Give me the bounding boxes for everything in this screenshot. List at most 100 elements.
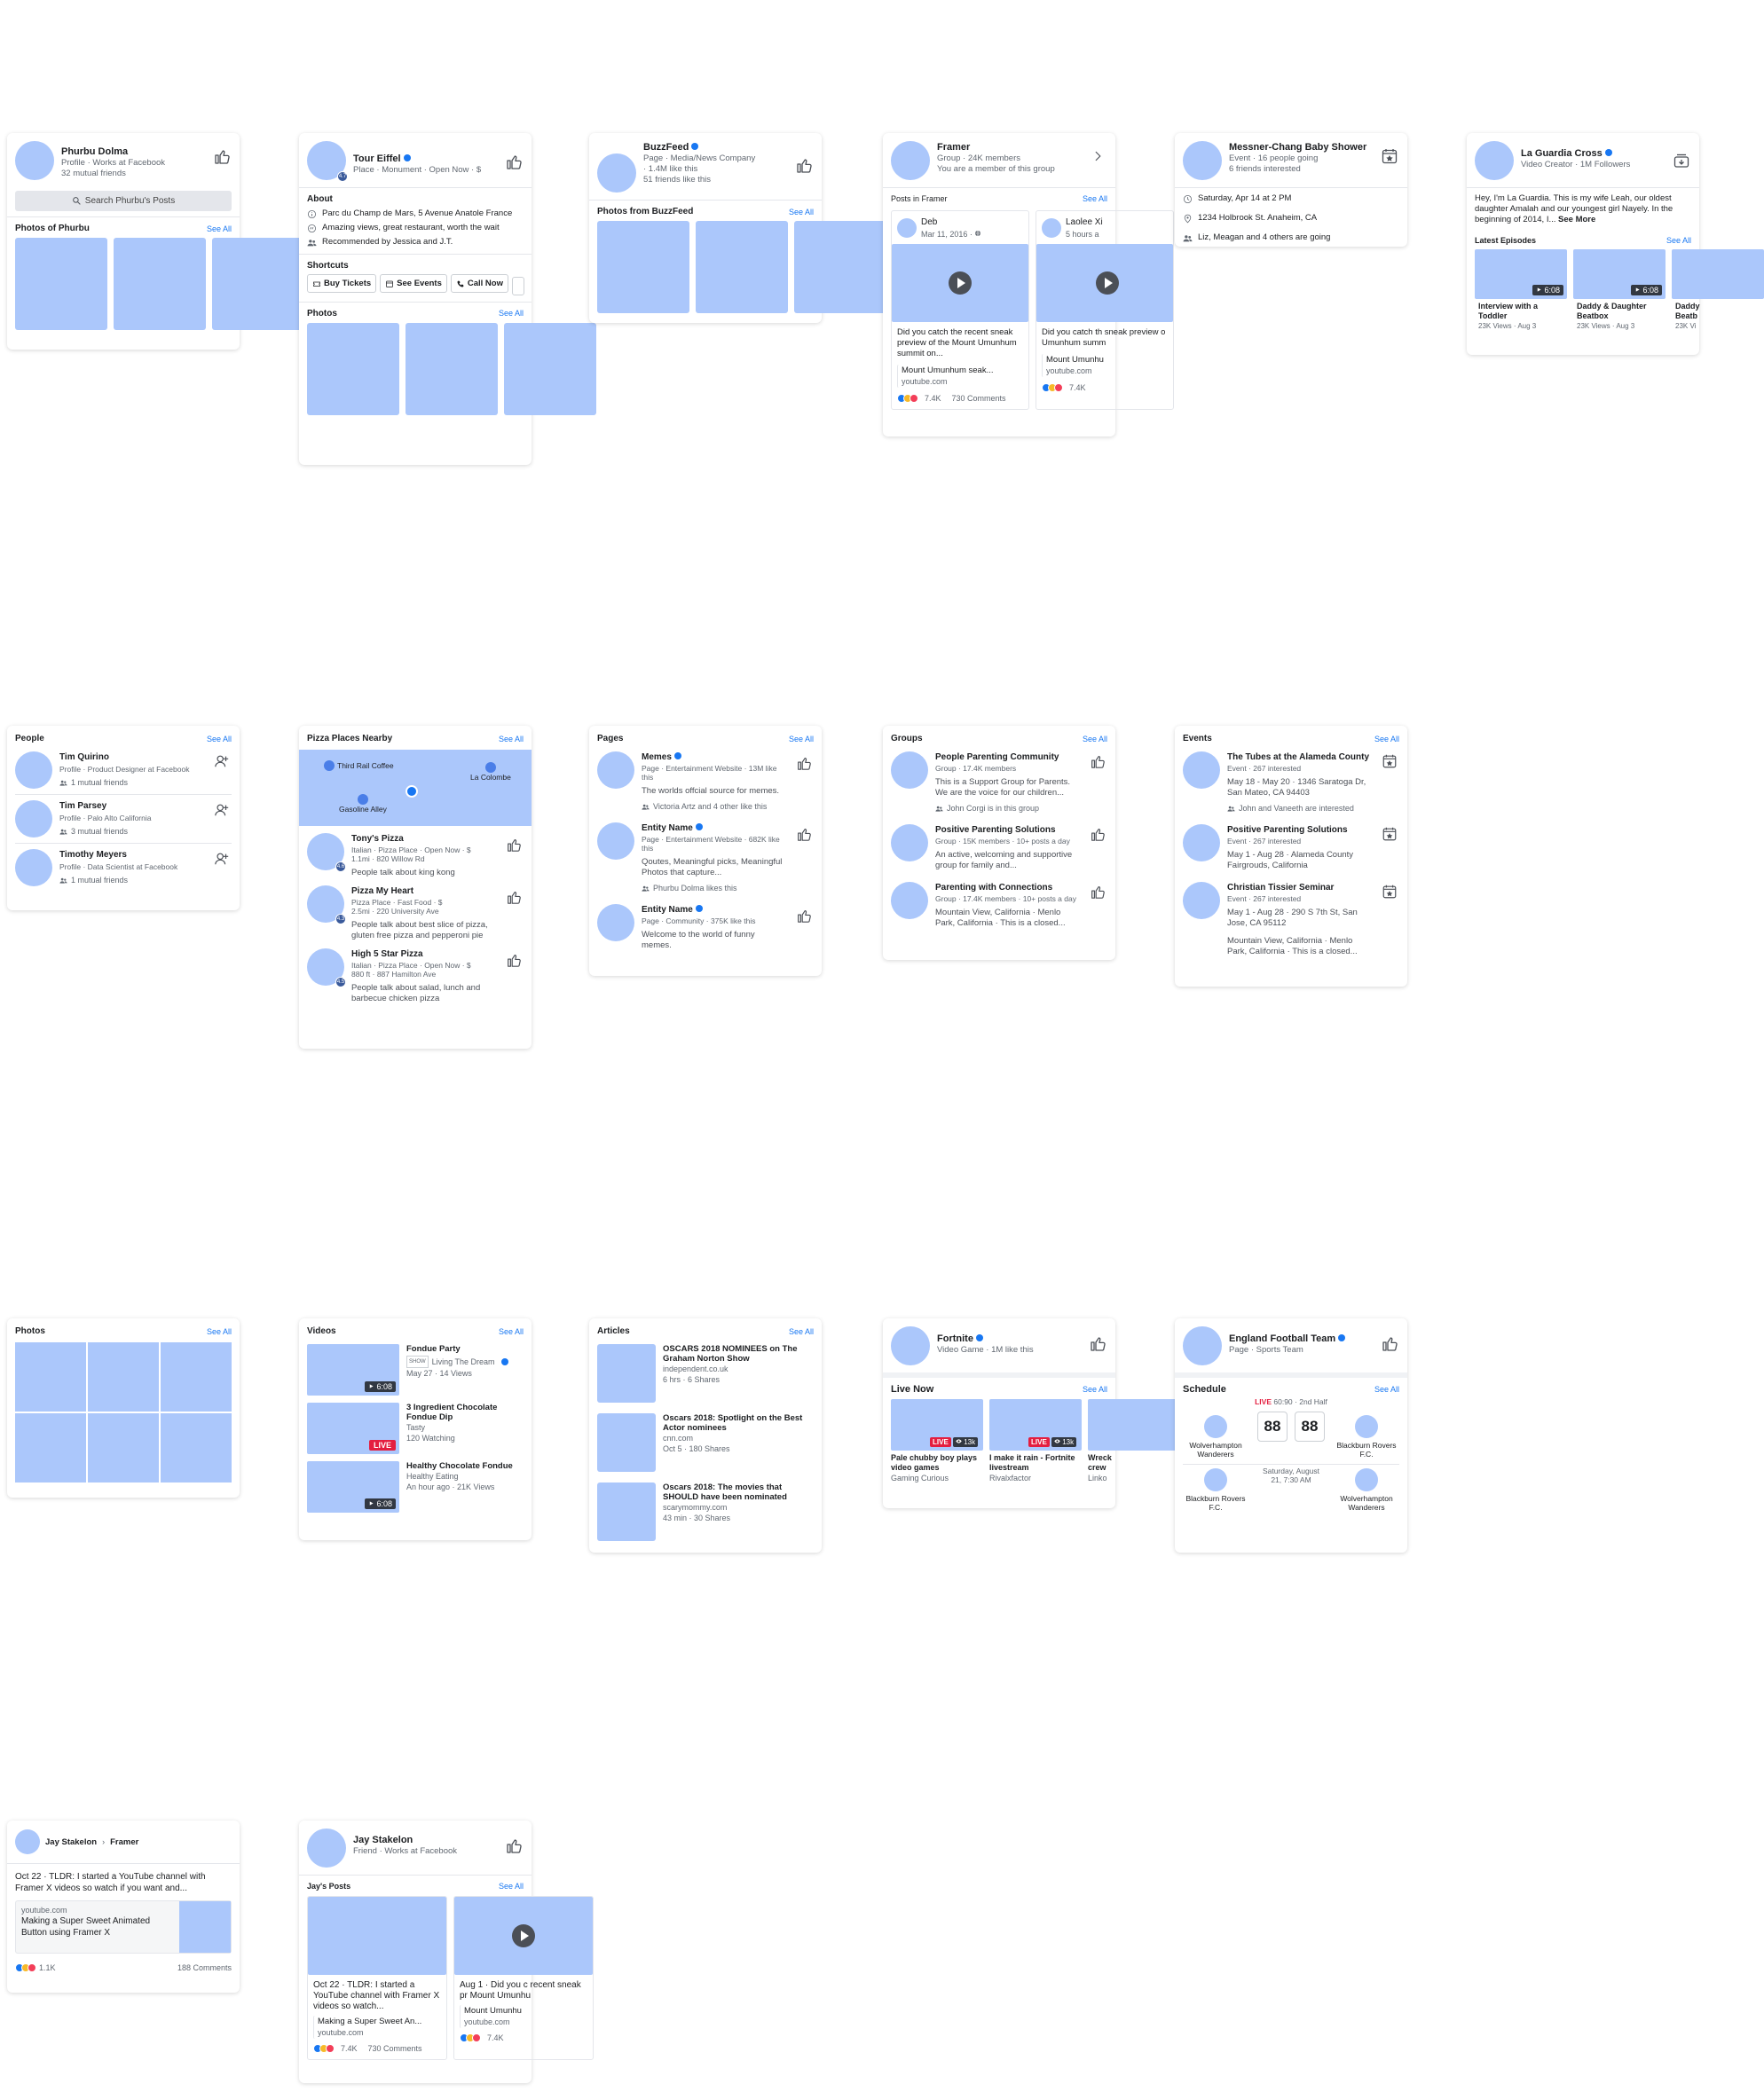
team-name[interactable]: England Football Team [1229,1333,1336,1344]
next-home-team[interactable]: Blackburn Rovers F.C. [1185,1494,1246,1512]
avatar[interactable] [1183,751,1220,789]
live-item[interactable]: LIVE 13k Pale chubby boy plays video gam… [891,1399,983,1483]
like-icon[interactable] [504,887,524,907]
avatar[interactable] [15,751,52,789]
interested-star-icon[interactable] [1380,824,1399,844]
see-events-button[interactable]: See Events [380,274,447,293]
group-name[interactable]: People Parenting Community [935,752,1059,762]
article-title[interactable]: Oscars 2018: Spotlight on the Best Actor… [663,1413,803,1433]
place-name[interactable]: Pizza My Heart [351,886,414,896]
map-pin[interactable]: La Colombe [470,762,511,782]
video-channel[interactable]: Healthy Eating [406,1472,459,1481]
event-name[interactable]: Messner-Chang Baby Shower [1229,142,1367,153]
article-title[interactable]: Oscars 2018: The movies that SHOULD have… [663,1482,787,1502]
page-name[interactable]: Entity Name [642,823,693,833]
group-name[interactable]: Framer [937,142,971,153]
play-icon[interactable] [1096,271,1119,295]
see-all-link[interactable]: See All [206,1326,232,1336]
map-pin[interactable]: Third Rail Coffee [324,760,394,771]
reactions-icon[interactable] [15,1963,36,1972]
like-icon[interactable] [1380,1333,1399,1353]
call-now-button[interactable]: Call Now [450,274,508,293]
play-icon[interactable] [512,1924,535,1947]
post-link[interactable]: Mount Umunhu youtube.com [1042,354,1168,377]
episode-item[interactable]: 6:08 Interview with a Toddler 23K Views … [1475,249,1567,332]
photo-thumb[interactable] [597,221,689,313]
avatar[interactable] [891,882,928,919]
see-all-link[interactable]: See All [1082,1385,1107,1394]
interested-star-icon[interactable] [1380,882,1399,901]
person-name[interactable]: Tim Parsey [59,801,107,811]
map[interactable]: Third Rail Coffee La Colombe Gasoline Al… [299,750,532,826]
photo-thumb[interactable] [161,1413,232,1482]
place-name[interactable]: Tour Eiffel [353,153,401,164]
add-friend-icon[interactable] [212,800,232,820]
avatar[interactable]: 4.5 [307,948,346,987]
chevron-right-icon[interactable] [1088,146,1107,166]
place-name[interactable]: High 5 Star Pizza [351,949,423,959]
comment-count[interactable]: 730 Comments [367,2044,422,2053]
buy-tickets-button[interactable]: Buy Tickets [307,274,377,293]
reactions-icon[interactable] [897,394,918,403]
video-channel[interactable]: Living The Dream [431,1357,495,1366]
creator-name[interactable]: La Guardia Cross [1521,148,1603,159]
photo-thumb[interactable] [15,1413,86,1482]
photo-thumb[interactable] [114,238,206,330]
search-posts-button[interactable]: Search Phurbu's Posts [15,191,232,211]
avatar[interactable] [597,904,634,941]
episode-item[interactable]: 6:08 Daddy & Daughter Beatbox 23K Views … [1573,249,1666,332]
photo-thumb[interactable] [307,322,399,415]
see-all-link[interactable]: See All [498,1882,524,1891]
photo-thumb[interactable] [15,238,107,330]
post-image[interactable] [308,1897,446,1975]
avatar[interactable] [307,1829,346,1868]
reactions-icon[interactable] [460,2033,481,2042]
photo-thumb[interactable] [794,221,886,313]
article-item[interactable]: Oscars 2018: The movies that SHOULD have… [589,1475,822,1545]
photo-thumb[interactable] [88,1413,159,1482]
avatar[interactable] [1183,824,1220,861]
see-all-link[interactable]: See All [206,734,232,743]
avatar[interactable] [597,153,636,193]
like-icon[interactable] [504,950,524,970]
live-item[interactable]: Wreck crew Linko [1088,1399,1180,1483]
play-icon[interactable] [949,271,972,295]
see-all-link[interactable]: See All [498,1326,524,1336]
interested-star-icon[interactable] [1380,146,1399,166]
live-match[interactable]: Wolverhampton Wanderers 88 88 Blackburn … [1175,1406,1407,1459]
place-name[interactable]: Tony's Pizza [351,834,404,844]
avatar[interactable] [891,751,928,789]
post-video[interactable] [892,244,1028,322]
join-icon[interactable] [1088,882,1107,901]
join-icon[interactable] [1088,824,1107,844]
next-away-team[interactable]: Wolverhampton Wanderers [1340,1494,1393,1512]
avatar[interactable] [1475,141,1514,180]
like-icon[interactable] [794,906,814,925]
avatar[interactable] [15,1829,40,1854]
video-title[interactable]: 3 Ingredient Chocolate Fondue Dip [406,1403,498,1422]
post-link[interactable]: Making a Super Sweet An... youtube.com [313,2016,441,2039]
avatar[interactable]: 4.3 [307,885,346,924]
article-thumb[interactable] [597,1413,656,1472]
post-target[interactable]: Framer [110,1836,139,1847]
avatar[interactable] [1183,141,1222,180]
post-card[interactable]: Aug 1 · Did you c recent sneak pr Mount … [453,1896,594,2060]
page-name[interactable]: BuzzFeed [643,142,689,153]
photo-thumb[interactable] [504,322,596,415]
like-icon[interactable] [794,824,814,844]
live-item[interactable]: LIVE 13k I make it rain - Fortnite lives… [989,1399,1082,1483]
more-shortcut-button[interactable] [511,276,524,295]
post-video[interactable] [1036,244,1173,322]
avatar[interactable] [891,1326,930,1365]
